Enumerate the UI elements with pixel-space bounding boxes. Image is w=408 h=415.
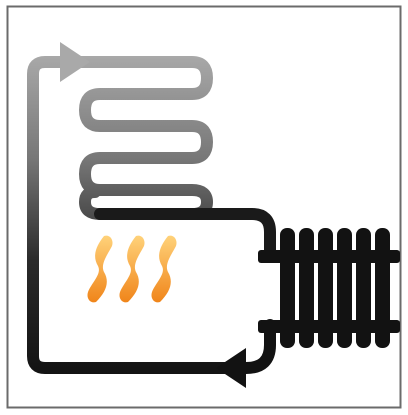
radiator-icon bbox=[258, 228, 400, 348]
flow-arrow-icon bbox=[60, 42, 90, 82]
pipe-loop-icon bbox=[27, 56, 248, 374]
frame-border bbox=[6, 5, 402, 409]
heat-waves-icon bbox=[87, 235, 177, 303]
pipe-supply bbox=[94, 208, 276, 262]
pipe-return bbox=[240, 319, 276, 374]
pipe-coil bbox=[69, 56, 213, 220]
return-arrow-icon bbox=[216, 348, 246, 388]
